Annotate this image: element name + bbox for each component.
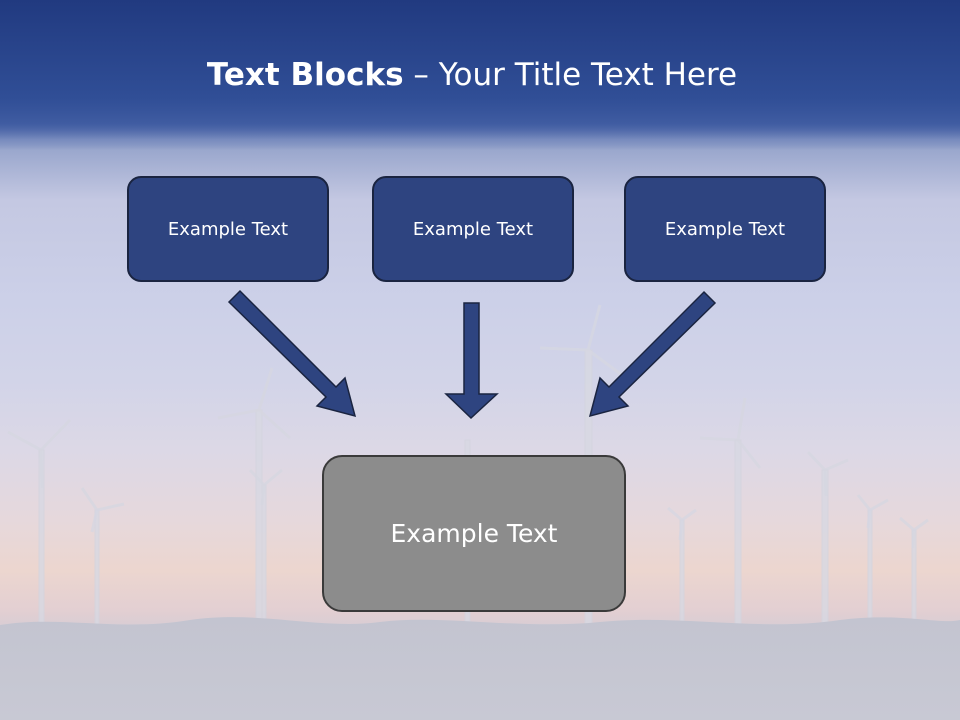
title-dash: – [403,57,439,93]
text-block-right[interactable]: Example Text [624,176,826,282]
text-block-right-label: Example Text [664,218,786,240]
slide-title: Text Blocks – Your Title Text Here [0,55,944,95]
text-block-center-label: Example Text [412,218,534,240]
text-block-left-label: Example Text [167,218,289,240]
text-block-bottom-label: Example Text [390,519,558,548]
title-bold-text: Text Blocks [206,57,404,93]
hills [0,617,960,720]
title-rest-text: Your Title Text Here [438,57,738,93]
text-block-left[interactable]: Example Text [127,176,329,282]
text-block-bottom[interactable]: Example Text [322,455,626,612]
title-bar [0,0,960,150]
text-block-center[interactable]: Example Text [372,176,574,282]
